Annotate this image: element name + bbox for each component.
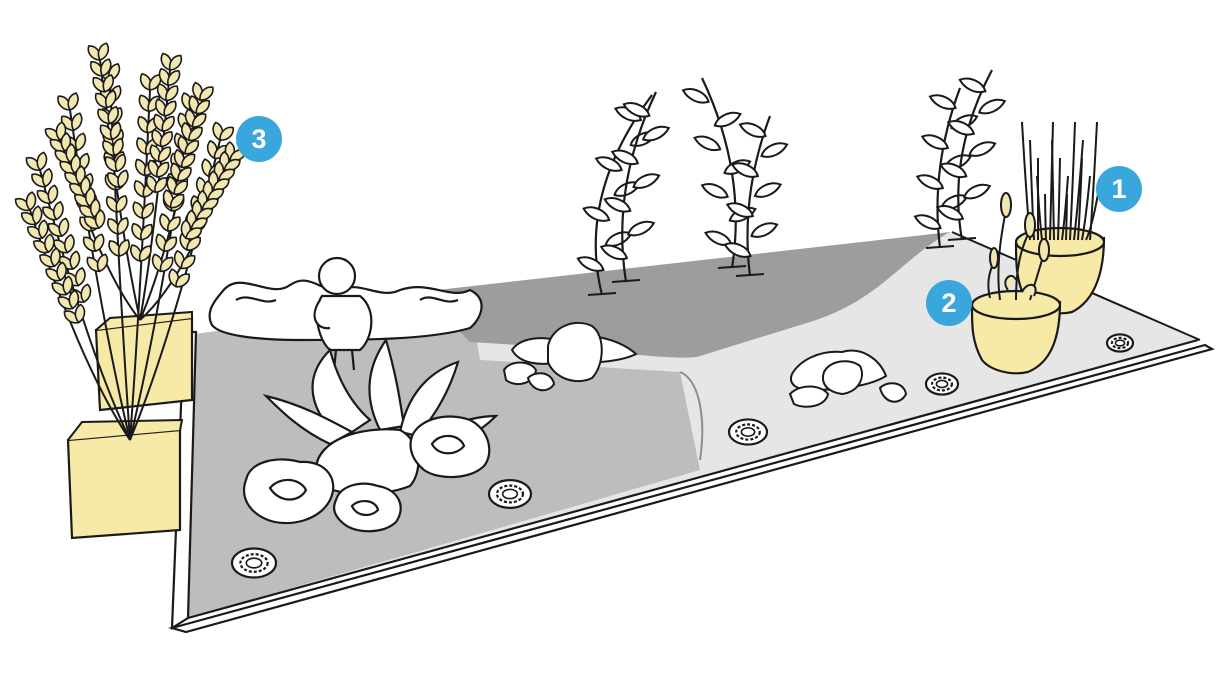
climbing-vines: [574, 69, 1008, 296]
rock-with-foliage: [502, 321, 638, 392]
garden-figure: [208, 256, 483, 371]
light-spot: [924, 372, 960, 396]
climbing-vine: [934, 69, 1008, 241]
climbing-vine: [574, 94, 660, 296]
succulent: [242, 337, 499, 533]
rock-with-foliage: [788, 349, 908, 408]
bed-shadow-zone: [420, 232, 950, 358]
light-spots: [230, 333, 1135, 579]
bed-edging-front: [167, 343, 1215, 634]
marker-badge-1: 1: [1096, 166, 1142, 212]
climbing-vine: [598, 91, 672, 283]
climbing-vine: [721, 115, 791, 277]
square-pot-front: [66, 428, 182, 540]
light-spot: [487, 479, 533, 509]
marker-badge-3: 3: [236, 116, 282, 162]
flowering-plant: [970, 192, 1062, 375]
light-spot: [1105, 333, 1135, 353]
climbing-vine: [911, 87, 981, 249]
marker-badge-2: 2: [926, 280, 972, 326]
light-spot: [727, 418, 769, 446]
rock: [822, 360, 863, 396]
light-spot: [230, 547, 278, 579]
rock: [547, 321, 603, 383]
wheat-grass-plant: [12, 40, 249, 540]
